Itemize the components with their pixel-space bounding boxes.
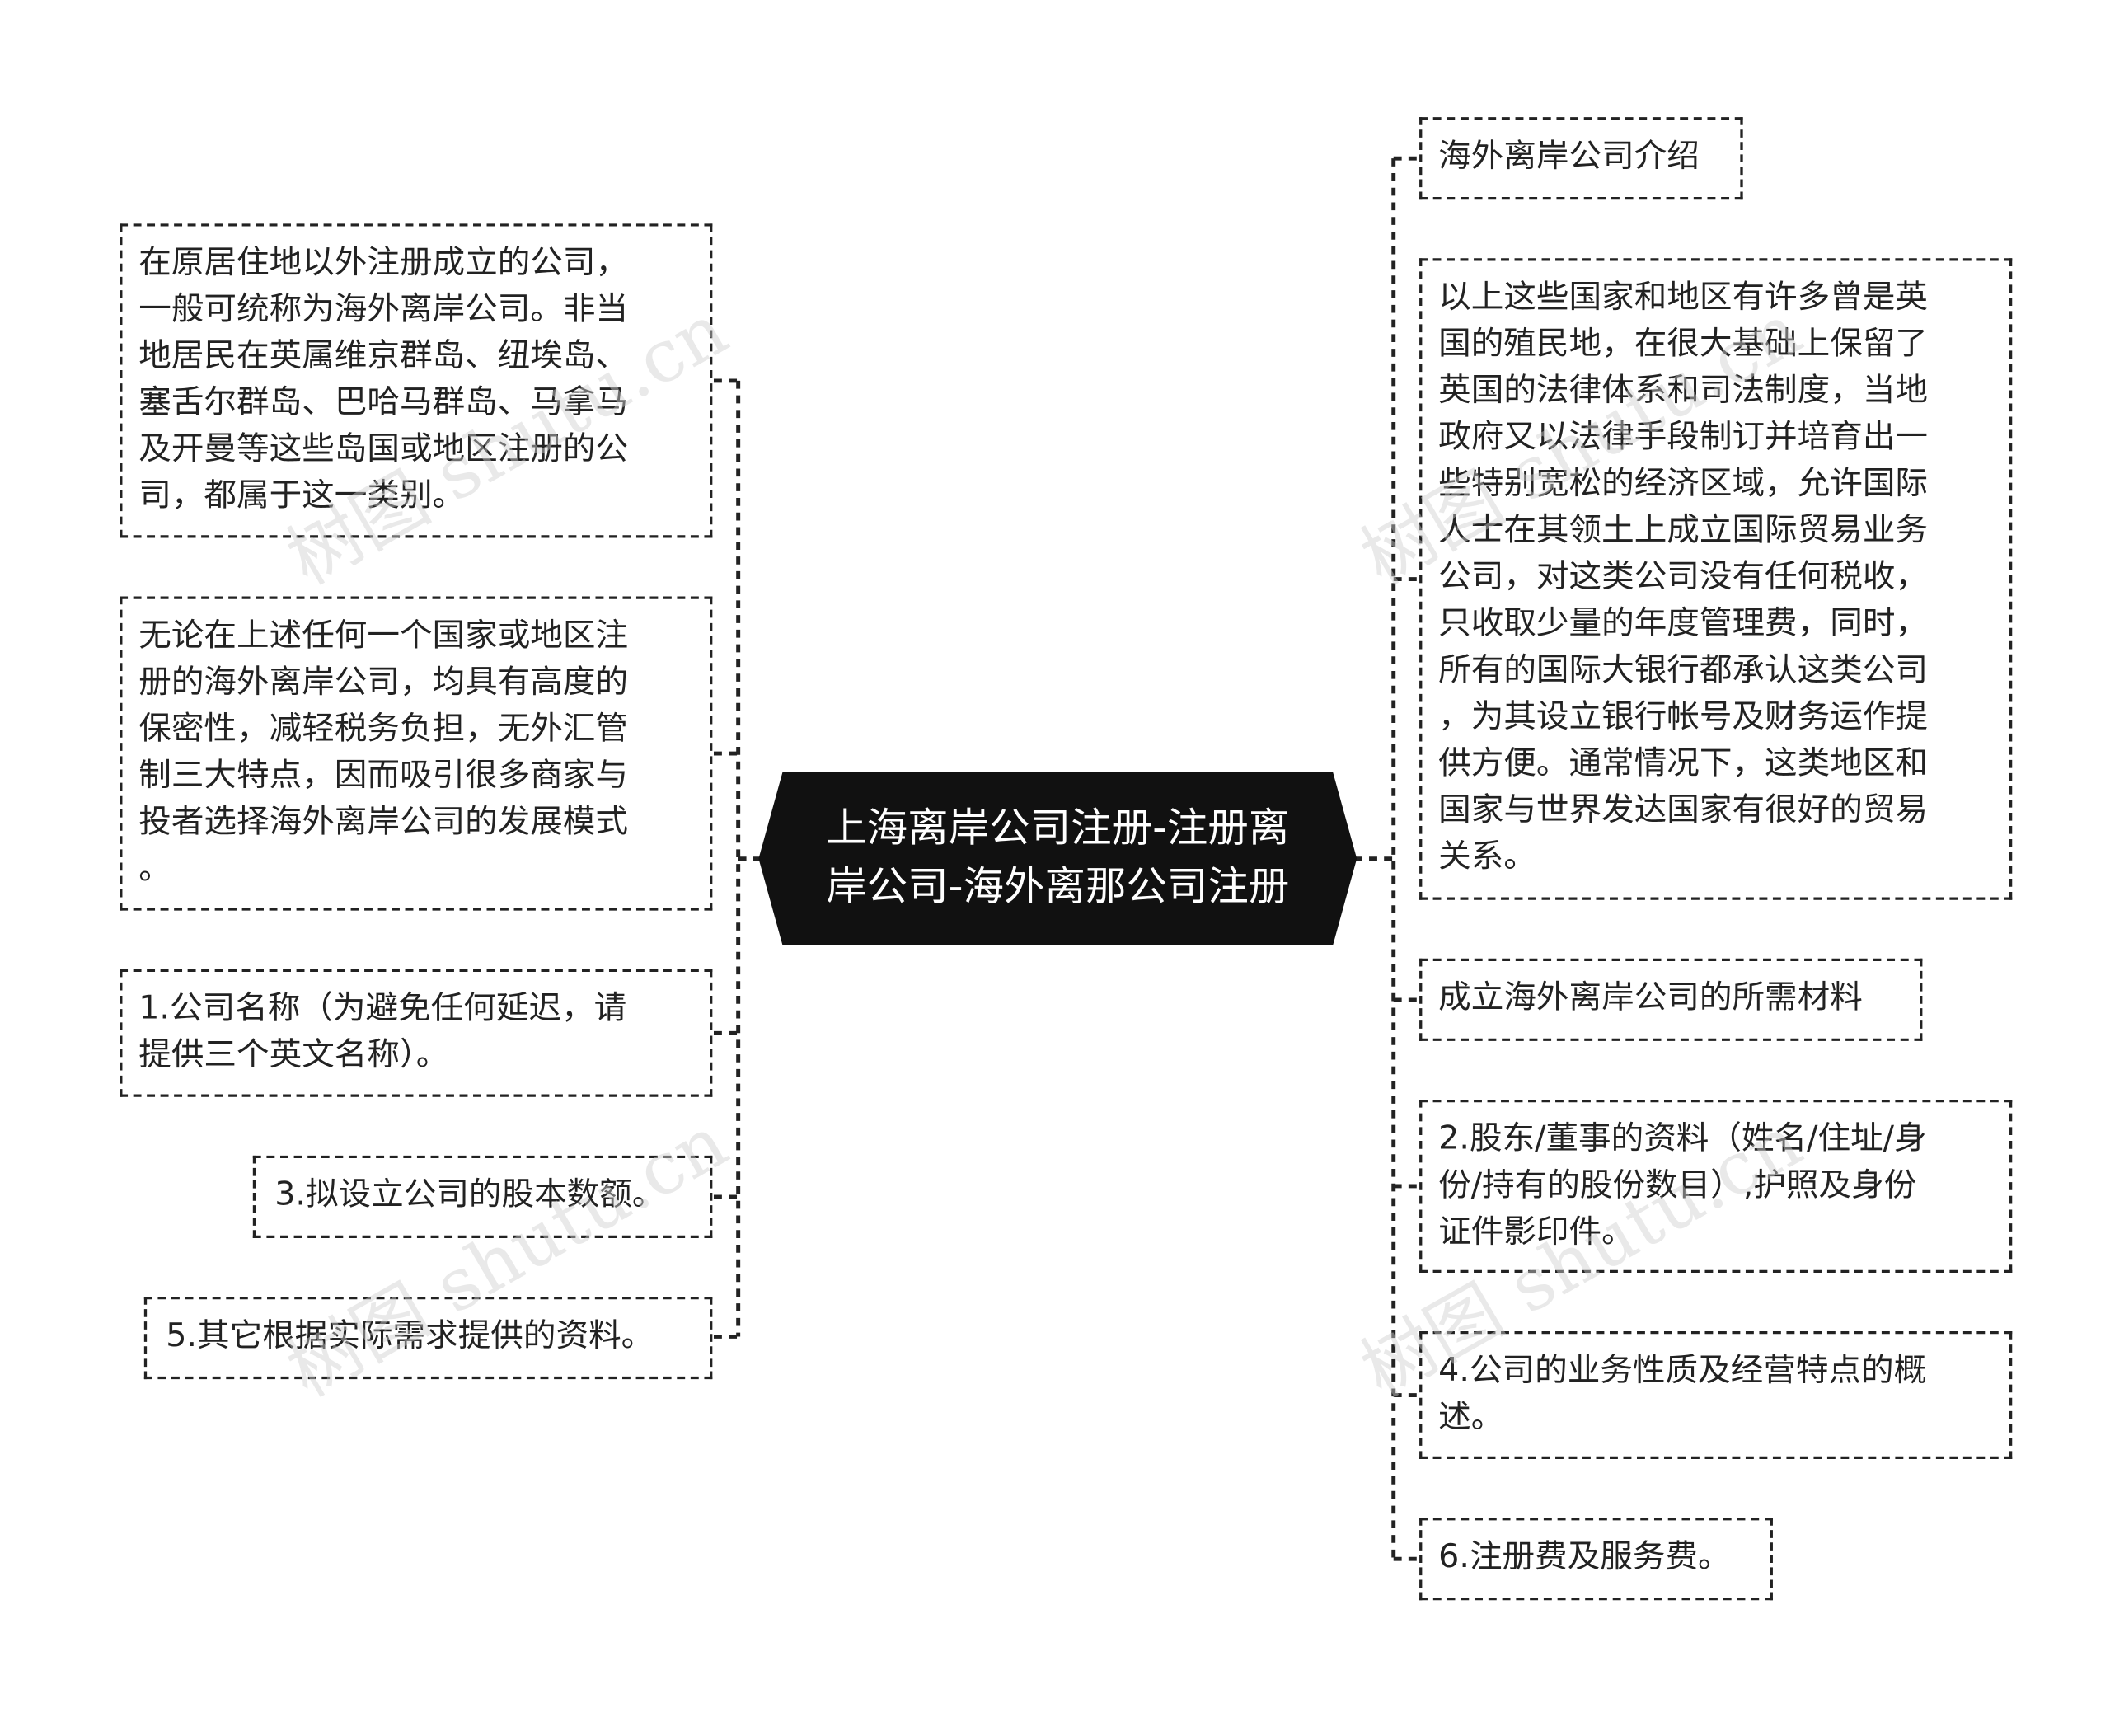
- node-text-line: 1.公司名称（为避免任何延迟，请: [138, 988, 627, 1027]
- node-text-line: 塞舌尔群岛、巴哈马群岛、马拿马: [138, 383, 629, 421]
- node-text-line: 以上这些国家和地区有许多曾是英: [1438, 278, 1928, 316]
- node-text-line: 述。: [1438, 1397, 1504, 1435]
- node-text-line: 国家与世界发达国家有很好的贸易: [1438, 791, 1928, 828]
- node-text-line: 2.股东/董事的资料（姓名/住址/身: [1438, 1119, 1927, 1157]
- central-topic[interactable]: 上海离岸公司注册-注册离岸公司-海外离那公司注册: [758, 772, 1357, 945]
- node-text-line: 在原居住地以外注册成立的公司，: [138, 243, 629, 281]
- node-text-line: 国的殖民地，在很大基础上保留了: [1438, 325, 1928, 363]
- node-text-line: 一般可统称为海外离岸公司。非当: [138, 290, 629, 328]
- node-text-line: 提供三个英文名称）。: [138, 1035, 449, 1073]
- node-text-line: 岸公司-海外离那公司注册: [826, 864, 1290, 911]
- node-text-line: 册的海外离岸公司，均具有高度的: [138, 663, 629, 701]
- node-text-line: ，为其设立银行帐号及财务运作提: [1438, 697, 1928, 735]
- node-item-6[interactable]: 6.注册费及服务费。: [1419, 1518, 1773, 1601]
- node-text-line: 司，都属于这一类别。: [138, 476, 466, 514]
- node-text-line: 份/持有的股份数目）,护照及身份: [1438, 1166, 1917, 1203]
- node-text-line: 成立海外离岸公司的所需材料: [1438, 978, 1863, 1016]
- node-text-line: 3.拟设立公司的股本数额。: [274, 1175, 665, 1213]
- node-materials[interactable]: 成立海外离岸公司的所需材料: [1419, 958, 1923, 1041]
- node-item-5[interactable]: 5.其它根据实际需求提供的资料。: [143, 1297, 713, 1380]
- node-text-line: 无论在上述任何一个国家或地区注: [138, 616, 629, 654]
- node-text-line: 5.其它根据实际需求提供的资料。: [166, 1316, 654, 1354]
- node-text-line: 证件影印件。: [1438, 1213, 1634, 1250]
- node-text-line: 投者选择海外离岸公司的发展模式: [138, 802, 629, 841]
- node-text-line: 只收取少量的年度管理费，同时，: [1438, 604, 1928, 642]
- node-item-4[interactable]: 4.公司的业务性质及经营特点的概述。: [1419, 1331, 2013, 1460]
- node-text-line: 关系。: [1438, 837, 1536, 875]
- node-text-line: 所有的国际大银行都承认这类公司: [1438, 650, 1928, 688]
- node-text-line: 上海离岸公司注册-注册离: [826, 805, 1290, 852]
- central-topic-text: 上海离岸公司注册-注册离岸公司-海外离那公司注册: [826, 800, 1289, 917]
- node-text-line: 人士在其领土上成立国际贸易业务: [1438, 511, 1928, 549]
- node-text-line: 保密性，减轻税务负担，无外汇管: [138, 709, 629, 748]
- node-item-1[interactable]: 1.公司名称（为避免任何延迟，请提供三个英文名称）。: [120, 969, 713, 1097]
- node-text-line: 制三大特点，因而吸引很多商家与: [138, 756, 629, 794]
- node-intro[interactable]: 海外离岸公司介绍: [1419, 117, 1743, 200]
- node-text-line: 海外离岸公司介绍: [1438, 137, 1700, 175]
- node-text-line: 。: [138, 849, 171, 887]
- node-text-line: 英国的法律体系和司法制度，当地: [1438, 371, 1928, 409]
- node-history[interactable]: 以上这些国家和地区有许多曾是英国的殖民地，在很大基础上保留了英国的法律体系和司法…: [1419, 258, 2013, 900]
- node-text-line: 6.注册费及服务费。: [1438, 1537, 1731, 1575]
- node-text-line: 政府又以法律手段制订并培育出一: [1438, 418, 1928, 456]
- node-definition[interactable]: 在原居住地以外注册成立的公司， 一般可统称为海外离岸公司。非当地居民在英属维京群岛…: [120, 223, 713, 538]
- node-text-line: 供方便。通常情况下，这类地区和: [1438, 744, 1928, 782]
- node-item-3[interactable]: 3.拟设立公司的股本数额。: [252, 1155, 713, 1238]
- node-text-line: 地居民在英属维京群岛、纽埃岛、: [138, 336, 629, 374]
- node-text-line: 4.公司的业务性质及经营特点的概: [1438, 1351, 1927, 1389]
- node-text-line: 些特别宽松的经济区域，允许国际: [1438, 464, 1928, 502]
- node-features[interactable]: 无论在上述任何一个国家或地区注册的海外离岸公司，均具有高度的保密性，减轻税务负担…: [120, 596, 713, 911]
- node-text-line: 及开曼等这些岛国或地区注册的公: [138, 429, 629, 467]
- node-text-line: 公司，对这类公司没有任何税收，: [1438, 557, 1928, 595]
- node-item-2[interactable]: 2.股东/董事的资料（姓名/住址/身份/持有的股份数目）,护照及身份证件影印件。: [1419, 1099, 2013, 1273]
